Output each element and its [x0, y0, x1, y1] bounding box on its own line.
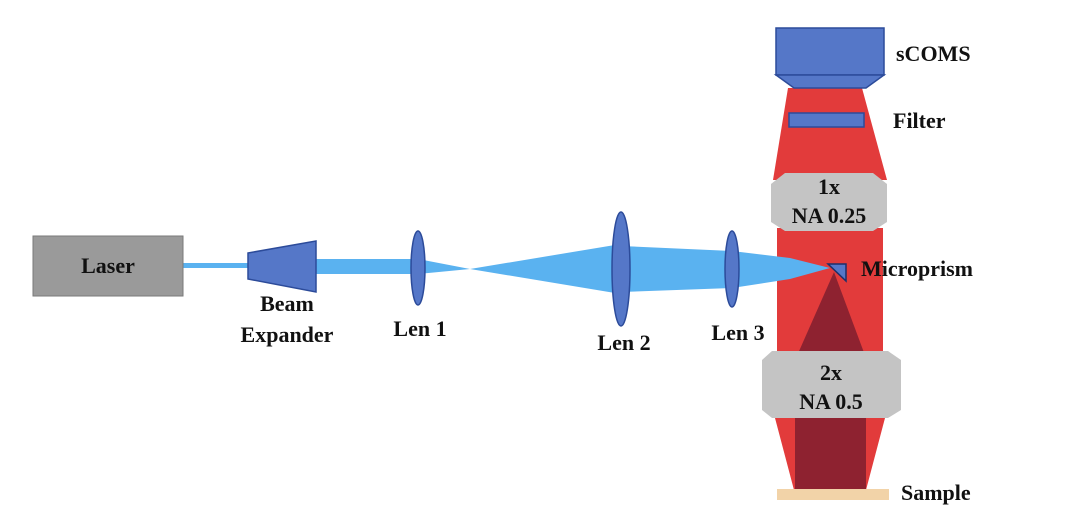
sample-illumination-dark	[795, 418, 866, 490]
sample-label: Sample	[901, 480, 971, 505]
beam-expander	[247, 240, 317, 293]
laser-beam	[183, 244, 830, 294]
objective-top	[771, 173, 887, 231]
laser-beam-expanded	[316, 259, 418, 274]
laser-beam-converging	[418, 259, 470, 274]
laser-beam-diverging	[470, 244, 621, 294]
objective-top-label-line2: NA 0.25	[792, 203, 867, 228]
emission-filter	[788, 112, 865, 128]
camera-lens-mount	[773, 74, 887, 89]
camera-body	[775, 27, 885, 76]
laser-beam-collimated	[621, 246, 732, 292]
lens-1	[410, 230, 426, 306]
excitation-cone-dark	[796, 272, 866, 358]
microprism-label: Microprism	[861, 256, 973, 281]
beam-expander-label-line1: Beam	[260, 291, 314, 316]
objective-bottom-label-line1: 2x	[820, 360, 842, 385]
objective-top-label-line1: 1x	[818, 174, 840, 199]
laser-beam-focusing	[732, 251, 830, 288]
laser-box	[32, 235, 184, 297]
microprism	[826, 263, 847, 283]
objective-bottom	[762, 351, 901, 418]
objective-bottom-label-line2: NA 0.5	[799, 389, 863, 414]
sample-slide	[777, 489, 889, 500]
camera-label: sCOMS	[896, 41, 971, 66]
lens-3-label: Len 3	[711, 320, 764, 345]
lens-2-label: Len 2	[597, 330, 650, 355]
filter-label: Filter	[893, 108, 946, 133]
lens-3	[724, 230, 740, 308]
emission-beam-upper	[773, 88, 887, 180]
laser-label: Laser	[81, 253, 135, 278]
lens-1-label: Len 1	[393, 316, 446, 341]
beam-expander-label-line2: Expander	[241, 322, 334, 347]
laser-beam-thin	[183, 263, 248, 268]
lens-2	[611, 211, 631, 327]
emission-beam	[773, 88, 887, 490]
